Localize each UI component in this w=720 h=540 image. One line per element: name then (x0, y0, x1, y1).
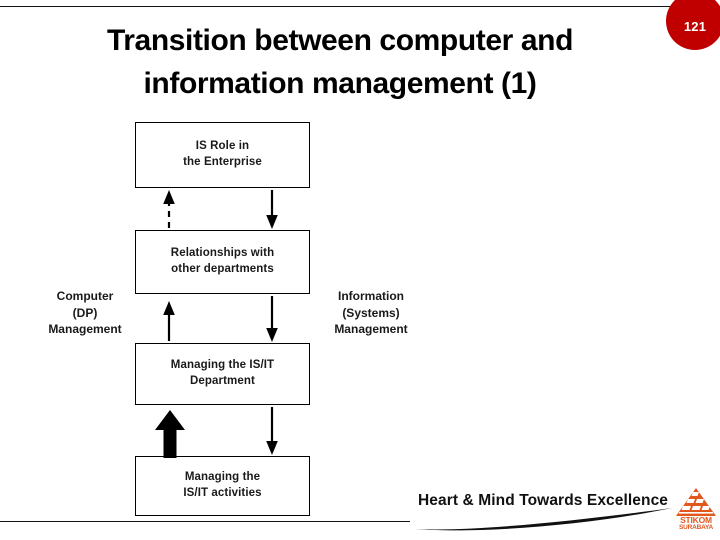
swoosh-icon (415, 508, 672, 531)
slide-number-badge: 121 (666, 0, 720, 50)
diagram-label-computer-dp-management: Computer (DP) Management (26, 288, 144, 338)
page-title: Transition between computer and informat… (20, 20, 660, 105)
diagram-box-managing-activities-line-2: IS/IT activities (183, 487, 262, 499)
diagram-box-managing-department-line-2: Department (190, 375, 255, 387)
diagram-label-right-line-2: (Systems) (342, 305, 400, 320)
diagram-box-is-role-line-1: IS Role in (195, 140, 250, 153)
page-title-line-1: Transition between computer and (106, 24, 573, 57)
diagram-box-managing-activities: Managing the IS/IT activities (135, 456, 310, 516)
up-arrow-activities-to-managing-dept-icon (155, 410, 185, 458)
footer-tagline: Heart & Mind Towards Excellence (418, 492, 669, 509)
diagram-box-relationships-label: Relationships with other departments (171, 246, 274, 277)
diagram-box-managing-department: Managing the IS/IT Department (135, 343, 310, 405)
diagram-box-is-role: IS Role in the Enterprise (135, 122, 310, 188)
up-arrow-relationships-to-is-role-icon (163, 190, 175, 228)
diagram-label-right-line-1: Information (338, 289, 404, 303)
down-arrow-is-role-to-relationships-icon (266, 190, 278, 229)
diagram-label-information-systems-management: Information (Systems) Management (312, 288, 430, 338)
up-arrow-managing-dept-to-relationships-icon (163, 301, 175, 341)
diagram-box-managing-activities-line-1: Managing the (184, 471, 261, 484)
diagram-label-left-line-2: (DP) (72, 305, 98, 320)
page-title-line-2: information management (1) (143, 66, 537, 100)
diagram-label-left-line-1: Computer (56, 289, 114, 303)
stikom-triangle-icon (676, 488, 716, 516)
diagram-box-managing-activities-label: Managing the IS/IT activities (183, 470, 261, 501)
logo-sub-text: SURABAYA (678, 524, 714, 531)
down-arrow-managing-dept-to-activities-icon (266, 407, 278, 455)
header-divider (0, 6, 672, 7)
diagram-box-managing-department-label: Managing the IS/IT Department (171, 358, 274, 389)
diagram-box-relationships: Relationships with other departments (135, 230, 310, 294)
diagram-box-relationships-line-2: other departments (171, 263, 274, 275)
diagram-box-relationships-line-1: Relationships with (170, 247, 275, 260)
diagram-label-right-line-3: Management (334, 322, 408, 337)
slide-number-text: 121 (683, 18, 707, 34)
logo-name-text: STIKOM (680, 515, 712, 525)
footer-divider (0, 521, 410, 522)
diagram-box-is-role-label: IS Role in the Enterprise (183, 139, 262, 170)
diagram-box-managing-department-line-1: Managing the IS/IT (170, 359, 275, 372)
diagram-label-left-line-3: Management (48, 322, 122, 337)
down-arrow-relationships-to-managing-dept-icon (266, 296, 278, 342)
diagram-box-is-role-line-2: the Enterprise (183, 156, 262, 168)
stikom-surabaya-logo: STIKOM SURABAYA (674, 487, 718, 537)
